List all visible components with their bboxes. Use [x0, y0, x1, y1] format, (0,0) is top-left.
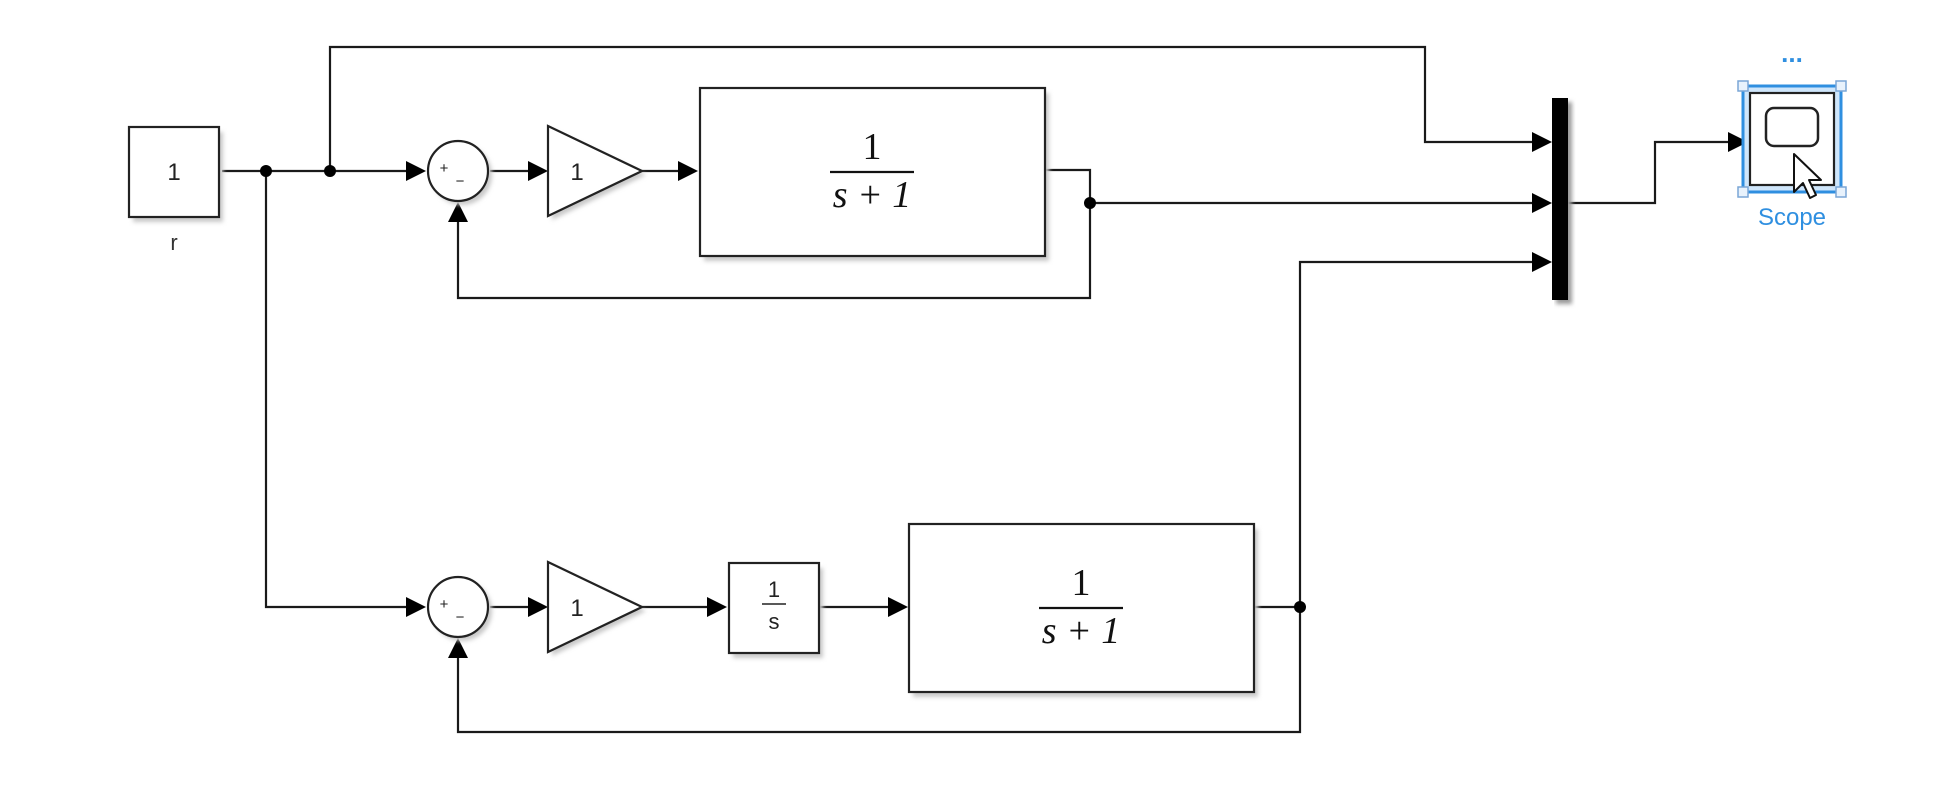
- bottom-transfer-function-block[interactable]: 1 s + 1: [907, 522, 1258, 697]
- top-sum-block[interactable]: + −: [426, 139, 492, 205]
- wire-bottom-tf-to-mux[interactable]: [1298, 260, 1542, 607]
- scope-label[interactable]: Scope: [1758, 204, 1826, 231]
- arrowhead: [707, 597, 727, 617]
- constant-label[interactable]: r: [170, 230, 177, 255]
- integrator-numerator: 1: [768, 577, 780, 602]
- top-sum-minus-sign: −: [456, 173, 465, 190]
- block-menu-indicator[interactable]: ...: [1781, 38, 1803, 68]
- signal-lines: [222, 45, 1728, 734]
- arrowhead: [406, 597, 426, 617]
- branch-points: [260, 165, 1306, 613]
- scope-block[interactable]: ...: [1737, 38, 1847, 199]
- arrowhead: [888, 597, 908, 617]
- wire-bottom-feedback[interactable]: [456, 607, 1302, 734]
- bottom-sum-block[interactable]: + −: [426, 575, 492, 641]
- top-gain-block[interactable]: 1: [546, 124, 646, 220]
- top-transfer-function-block[interactable]: 1 s + 1: [698, 86, 1049, 261]
- mouse-cursor-icon: [1793, 153, 1822, 199]
- arrowhead: [406, 161, 426, 181]
- bottom-sum-plus-sign: +: [440, 596, 449, 613]
- wire-to-bottom-sum[interactable]: [264, 171, 412, 609]
- bottom-tf-numerator: 1: [1072, 562, 1091, 604]
- arrowhead: [1532, 193, 1552, 213]
- arrowhead: [1728, 132, 1748, 152]
- constant-block[interactable]: 1: [127, 125, 223, 222]
- mux-block[interactable]: [1552, 98, 1572, 304]
- bottom-tf-denominator: s + 1: [1042, 610, 1120, 652]
- mux-bar[interactable]: [1552, 98, 1568, 300]
- selection-handle[interactable]: [1835, 186, 1847, 198]
- top-gain-value: 1: [570, 159, 583, 186]
- top-tf-numerator: 1: [863, 126, 882, 168]
- branch-point: [324, 165, 336, 177]
- branch-point: [1294, 601, 1306, 613]
- arrowhead: [1532, 252, 1552, 272]
- top-tf-denominator: s + 1: [833, 174, 911, 216]
- constant-value: 1: [167, 159, 180, 186]
- selection-handle[interactable]: [1835, 80, 1847, 92]
- wire-top-tf-to-mux[interactable]: [1043, 168, 1542, 205]
- scope-screen: [1764, 106, 1820, 148]
- bottom-gain-value: 1: [570, 595, 583, 622]
- top-sum-plus-sign: +: [440, 160, 449, 177]
- bottom-gain-block[interactable]: 1: [546, 560, 646, 656]
- wire-reference-to-mux[interactable]: [328, 45, 1542, 171]
- arrowhead: [448, 638, 468, 658]
- arrowhead: [1532, 132, 1552, 152]
- arrowhead: [678, 161, 698, 181]
- arrowheads: [406, 132, 1748, 658]
- bottom-sum-minus-sign: −: [456, 609, 465, 626]
- integrator-denominator: s: [769, 609, 780, 634]
- branch-point: [260, 165, 272, 177]
- branch-point: [1084, 197, 1096, 209]
- selection-handle[interactable]: [1737, 186, 1749, 198]
- arrowhead: [448, 202, 468, 222]
- arrowhead: [528, 161, 548, 181]
- wire-mux-to-scope[interactable]: [1568, 140, 1728, 205]
- wire-top-feedback[interactable]: [456, 203, 1092, 300]
- integrator-block[interactable]: 1 s: [727, 561, 823, 658]
- arrowhead: [528, 597, 548, 617]
- selection-handle[interactable]: [1737, 80, 1749, 92]
